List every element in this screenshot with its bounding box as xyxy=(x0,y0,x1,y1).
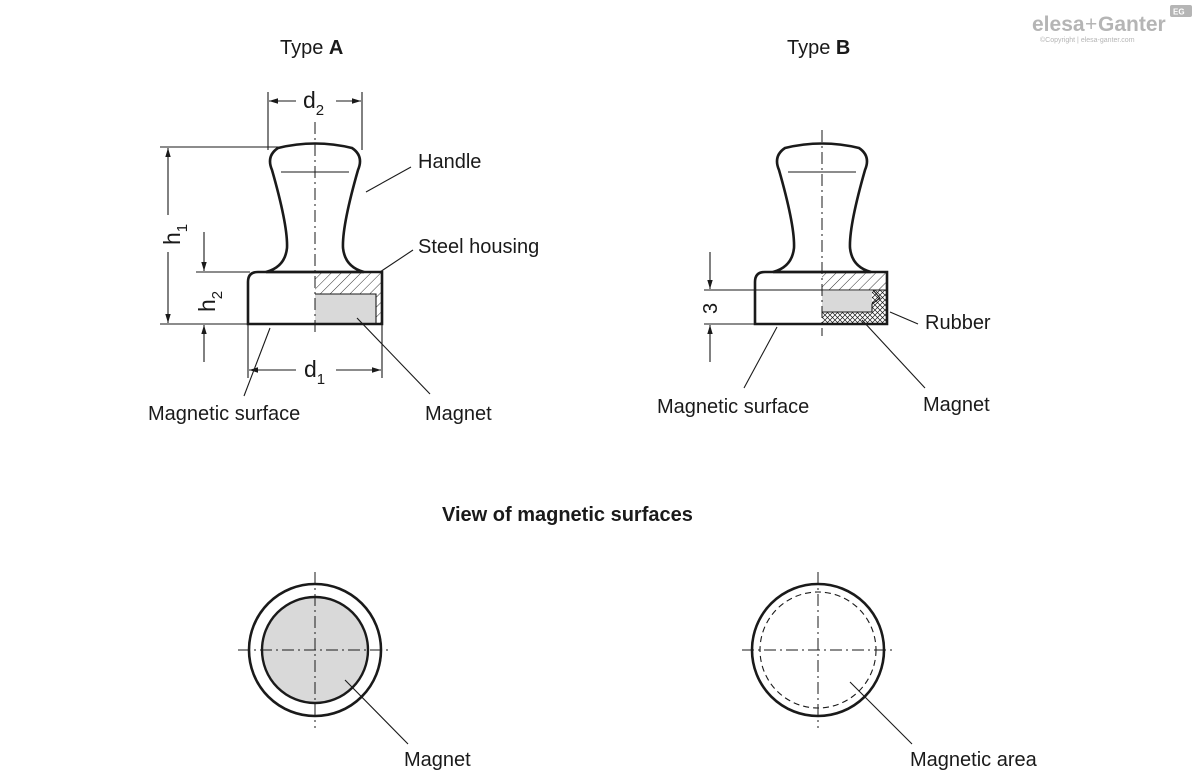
logo-text-elesa: elesa xyxy=(1032,13,1085,36)
view-right-circle-group: Magnetic area xyxy=(742,572,1038,771)
type-b-rubber-bottom xyxy=(822,312,887,324)
type-a-housing-hatch xyxy=(315,272,382,324)
type-b-drawing: Type B 3 Rubber Magnetic surface Magnet xyxy=(657,37,991,418)
type-b-housing-outline xyxy=(753,270,889,326)
type-a-h1-label: h1 xyxy=(159,224,191,245)
type-a-h2-label: h2 xyxy=(194,291,226,312)
type-b-rubber-leader xyxy=(889,311,919,325)
type-a-handle-leader xyxy=(365,166,412,193)
logo-copyright: ©Copyright | elesa-ganter.com xyxy=(1040,36,1135,44)
logo-badge-shape xyxy=(1170,5,1192,17)
type-b-title: Type B xyxy=(787,37,850,59)
type-a-title: Type A xyxy=(280,37,343,59)
type-a-d1-label: d1 xyxy=(304,356,325,388)
type-a-d2-label: d2 xyxy=(303,87,324,119)
type-b-magnet-label: Magnet xyxy=(923,394,990,416)
type-b-magnetic-surface-label: Magnetic surface xyxy=(657,396,809,418)
type-a-steel-housing-leader xyxy=(379,249,414,273)
view-right-magnetic-area-leader xyxy=(849,681,913,745)
view-left-magnet-leader xyxy=(344,679,409,745)
view-left-circle-group: Magnet xyxy=(238,572,471,771)
type-b-magnet-inner xyxy=(822,289,881,313)
type-a-housing-outline xyxy=(246,270,384,326)
type-a-handle-label: Handle xyxy=(418,151,481,173)
type-a-magnet-label: Magnet xyxy=(425,403,492,425)
view-heading: View of magnetic surfaces xyxy=(442,504,693,526)
type-a-magnetic-surface-leader xyxy=(243,327,271,397)
brand-logo: elesa + Ganter EG ©Copyright | elesa-gan… xyxy=(1032,5,1192,44)
view-left-magnet-label: Magnet xyxy=(404,749,471,771)
type-b-magnet-shape xyxy=(822,291,872,312)
type-b-magnet-leader xyxy=(861,319,926,389)
logo-badge-text: EG xyxy=(1173,8,1185,17)
logo-plus: + xyxy=(1085,13,1097,36)
type-a-magnetic-surface-label: Magnetic surface xyxy=(148,403,300,425)
type-b-handle-outline xyxy=(772,142,872,274)
type-b-magnetic-surface-leader xyxy=(743,326,778,389)
type-a-magnet-shape xyxy=(315,294,376,324)
type-a-steel-housing-label: Steel housing xyxy=(418,236,539,258)
type-a-drawing: Type A d2 h1 h2 d1 Handl xyxy=(148,37,539,425)
type-b-housing-hatch xyxy=(822,272,887,290)
type-b-3-label: 3 xyxy=(700,303,722,314)
logo-text-ganter: Ganter xyxy=(1098,13,1166,36)
type-a-magnet-leader xyxy=(356,317,431,395)
view-right-magnetic-area-label: Magnetic area xyxy=(910,749,1038,771)
type-b-rubber-side xyxy=(872,290,887,312)
type-a-housing-inner xyxy=(315,293,377,324)
type-a-handle-outline xyxy=(265,142,365,274)
type-b-rubber-label: Rubber xyxy=(925,312,991,334)
